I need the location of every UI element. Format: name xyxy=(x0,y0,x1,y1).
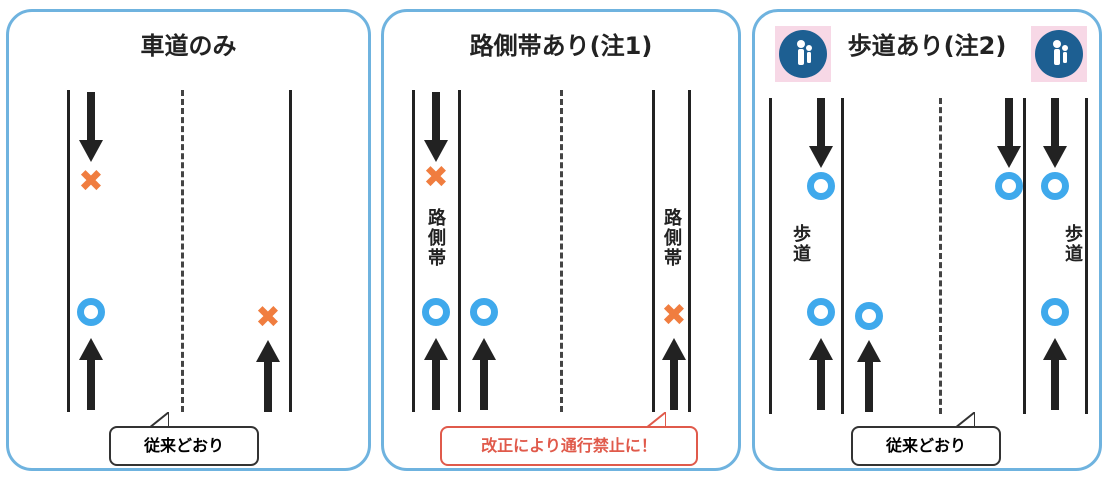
arrow-down-icon xyxy=(79,92,103,162)
roadside-strip-line xyxy=(652,90,655,412)
panel-title: 歩道あり(注2) xyxy=(847,32,1007,60)
arrow-down-icon xyxy=(997,98,1021,168)
arrow-up-icon xyxy=(809,338,833,410)
panel-with-sidewalk: 歩道あり(注2) 歩道 歩道 従来どおり xyxy=(752,9,1102,471)
arrow-down-icon xyxy=(809,98,833,168)
ring-icon xyxy=(1041,298,1069,326)
x-mark-icon: ✖ xyxy=(255,300,281,335)
callout-tail xyxy=(955,412,975,428)
sidewalk-edge-line xyxy=(769,98,772,414)
road-edge-line xyxy=(67,90,70,412)
ring-icon xyxy=(1041,172,1069,200)
roadside-strip-label: 路側帯 xyxy=(661,208,682,268)
callout-prohibited: 改正により通行禁止に！ xyxy=(440,426,698,466)
callout-tail xyxy=(646,412,666,428)
callout-unchanged: 従来どおり xyxy=(851,426,1001,466)
arrow-up-icon xyxy=(424,338,448,410)
arrow-up-icon xyxy=(472,338,496,410)
center-dashed-line xyxy=(181,90,184,412)
sidewalk-edge-line xyxy=(1085,98,1088,414)
x-mark-icon: ✖ xyxy=(423,160,449,195)
sidewalk-label: 歩道 xyxy=(790,224,811,264)
arrow-up-icon xyxy=(857,340,881,412)
ring-icon xyxy=(422,298,450,326)
arrow-up-icon xyxy=(256,340,280,412)
callout-unchanged: 従来どおり xyxy=(109,426,259,466)
panel-title: 路側帯あり(注1) xyxy=(469,32,653,60)
ring-icon xyxy=(77,298,105,326)
panel-roadway-only: 車道のみ ✖ ✖ 従来どおり xyxy=(6,9,371,471)
arrow-down-icon xyxy=(424,92,448,162)
arrow-up-icon xyxy=(1043,338,1067,410)
sidewalk-label: 歩道 xyxy=(1062,224,1083,264)
sidewalk-curb-line xyxy=(841,98,844,414)
panel-with-roadside-strip: 路側帯あり(注1) ✖ 路側帯 路側帯 ✖ 改正により通行禁止に！ xyxy=(381,9,741,471)
callout-tail xyxy=(149,412,169,428)
pedestrian-sign-icon xyxy=(775,26,831,82)
road-edge-line xyxy=(688,90,691,412)
pedestrian-sign-icon xyxy=(1031,26,1087,82)
center-dashed-line xyxy=(560,90,563,412)
road-edge-line xyxy=(289,90,292,412)
sidewalk-curb-line xyxy=(1023,98,1026,414)
ring-icon xyxy=(855,302,883,330)
roadside-strip-label: 路側帯 xyxy=(425,208,446,268)
roadside-strip-line xyxy=(458,90,461,412)
ring-icon xyxy=(470,298,498,326)
ring-icon xyxy=(807,298,835,326)
center-dashed-line xyxy=(939,98,942,414)
panel-title: 車道のみ xyxy=(140,32,237,60)
ring-icon xyxy=(807,172,835,200)
arrow-up-icon xyxy=(79,338,103,410)
x-mark-icon: ✖ xyxy=(78,164,104,199)
ring-icon xyxy=(995,172,1023,200)
road-edge-line xyxy=(412,90,415,412)
arrow-down-icon xyxy=(1043,98,1067,168)
arrow-up-icon xyxy=(662,338,686,410)
x-mark-icon: ✖ xyxy=(661,298,687,333)
